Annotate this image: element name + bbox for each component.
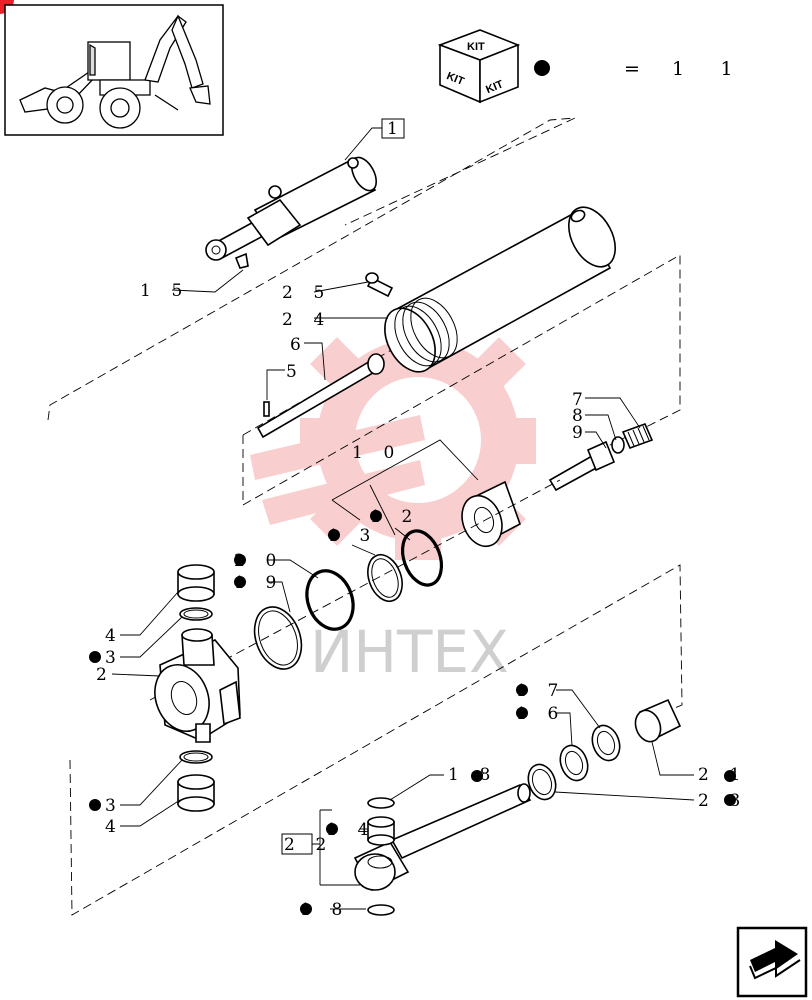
assembled-cylinder xyxy=(205,156,378,269)
watermark-text: ИНТЕХ xyxy=(310,618,509,686)
piston-rod xyxy=(256,353,385,439)
marker-12 xyxy=(370,510,382,522)
ring-18-top xyxy=(367,797,395,809)
washer-8 xyxy=(611,436,625,454)
marker-3a xyxy=(89,651,101,663)
callout-3b: 3 xyxy=(105,796,123,816)
marker-18 xyxy=(471,770,483,782)
ring-17 xyxy=(591,724,621,762)
bushing-14 xyxy=(367,816,395,846)
marker-17 xyxy=(516,684,528,696)
callout-2: 2 xyxy=(96,665,114,685)
backhoe-loader-icon[interactable] xyxy=(4,4,224,136)
callout-4b: 4 xyxy=(105,817,123,837)
marker-20 xyxy=(234,554,246,566)
callout-8: 8 xyxy=(572,406,590,426)
next-page-arrow-icon[interactable] xyxy=(736,926,808,998)
callout-15: 1 5 xyxy=(140,281,190,301)
ring-23 xyxy=(527,763,557,801)
callout-13: 1 3 xyxy=(328,526,378,546)
callout-6: 6 xyxy=(290,335,308,355)
callout-23: 2 3 xyxy=(698,791,748,811)
ring-18-bottom xyxy=(367,904,395,916)
callout-17: 1 7 xyxy=(516,681,566,701)
cylinder-head xyxy=(154,628,241,743)
upper-envelope xyxy=(47,117,576,421)
cylinder-barrel xyxy=(384,206,616,373)
marker-16 xyxy=(516,707,528,719)
piston xyxy=(461,480,521,548)
spring-7 xyxy=(621,422,654,450)
callout-25: 2 5 xyxy=(282,283,332,303)
marker-21 xyxy=(724,770,736,782)
pin-5 xyxy=(263,401,270,417)
callout-19: 1 9 xyxy=(234,573,284,593)
callout-7: 7 xyxy=(572,390,590,410)
marker-19 xyxy=(234,576,246,588)
callout-3a: 3 xyxy=(105,648,123,668)
callout-22: 2 2 xyxy=(284,835,334,855)
marker-14 xyxy=(326,823,338,835)
callout-1: 1 xyxy=(387,119,405,139)
bushing-top xyxy=(177,564,215,602)
callout-9: 9 xyxy=(572,423,590,443)
kit-label-top: KIT xyxy=(467,41,485,53)
callout-4a: 4 xyxy=(105,626,123,646)
piston-bolt xyxy=(548,440,616,492)
kit-quantity: 1 1 xyxy=(672,58,748,80)
callout-1-box xyxy=(381,118,405,139)
callout-24: 2 4 xyxy=(282,310,332,330)
rod-with-eye xyxy=(353,783,532,892)
ring-16 xyxy=(559,744,589,782)
marker-8b xyxy=(300,903,312,915)
callout-16: 1 6 xyxy=(516,704,566,724)
seal-12 xyxy=(400,529,444,587)
callout-14: 1 4 xyxy=(326,820,376,840)
marker-23 xyxy=(724,794,736,806)
bushing-21 xyxy=(634,698,682,743)
callout-21: 2 1 xyxy=(698,765,748,785)
kit-marker-dot xyxy=(534,60,550,76)
callout-5: 5 xyxy=(286,362,304,382)
lower-envelope xyxy=(69,564,683,916)
equals-sign: = xyxy=(624,58,655,80)
callout-20: 2 0 xyxy=(234,551,284,571)
callout-10: 1 0 xyxy=(352,443,402,463)
ring-19 xyxy=(253,606,303,670)
callout-12: 1 2 xyxy=(370,507,420,527)
bolt-25 xyxy=(365,272,394,298)
marker-3b xyxy=(89,799,101,811)
marker-13 xyxy=(328,529,340,541)
bushing-bottom xyxy=(177,774,215,812)
ring-13 xyxy=(367,553,403,603)
kit-box-icon: KIT KIT KIT xyxy=(437,29,521,104)
callout-18b: 1 8 xyxy=(300,900,350,920)
